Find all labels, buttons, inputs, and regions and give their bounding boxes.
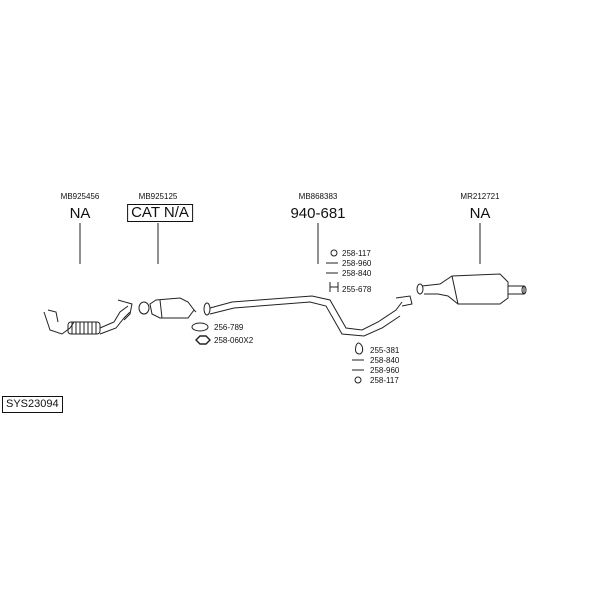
oem-number-center-pipe: MB868383 (298, 192, 338, 201)
part-number-top-2: 258-960 (342, 259, 372, 268)
part-number-bottom-2: 258-840 (370, 356, 400, 365)
part-number-top-1: 258-117 (342, 249, 371, 258)
front-pipe (43, 299, 133, 335)
clamp-icon (355, 342, 364, 355)
hanger-bracket-icon (329, 282, 339, 292)
ref-number-center-pipe: 940-681 (290, 205, 346, 222)
oem-number-rear-muffler: MR212721 (460, 192, 500, 201)
part-number-cat-2: 258-060X2 (214, 336, 254, 345)
part-number-bottom-4: 258-117 (370, 376, 399, 385)
ref-number-front-pipe: NA (69, 205, 91, 222)
flange-gasket-icon (191, 322, 209, 332)
ref-number-rear-muffler: NA (469, 205, 491, 222)
center-pipe (203, 295, 413, 337)
ref-number-catalyst: CAT N/A (127, 204, 193, 222)
oem-number-front-pipe: MB925456 (60, 192, 100, 201)
part-number-cat-1: 256-789 (214, 323, 244, 332)
hex-nut-icon (195, 335, 211, 345)
gasket-ring-icon (330, 249, 338, 257)
rear-muffler (416, 273, 527, 305)
system-id-label: SYS23094 (2, 396, 63, 413)
part-number-top-4: 255-678 (342, 285, 372, 294)
oem-number-catalyst: MB925125 (138, 192, 178, 201)
catalytic-converter (138, 297, 197, 319)
gasket-ring-icon (354, 376, 362, 384)
part-number-top-3: 258-840 (342, 269, 372, 278)
part-number-bottom-1: 255-381 (370, 346, 400, 355)
part-number-bottom-3: 258-960 (370, 366, 400, 375)
